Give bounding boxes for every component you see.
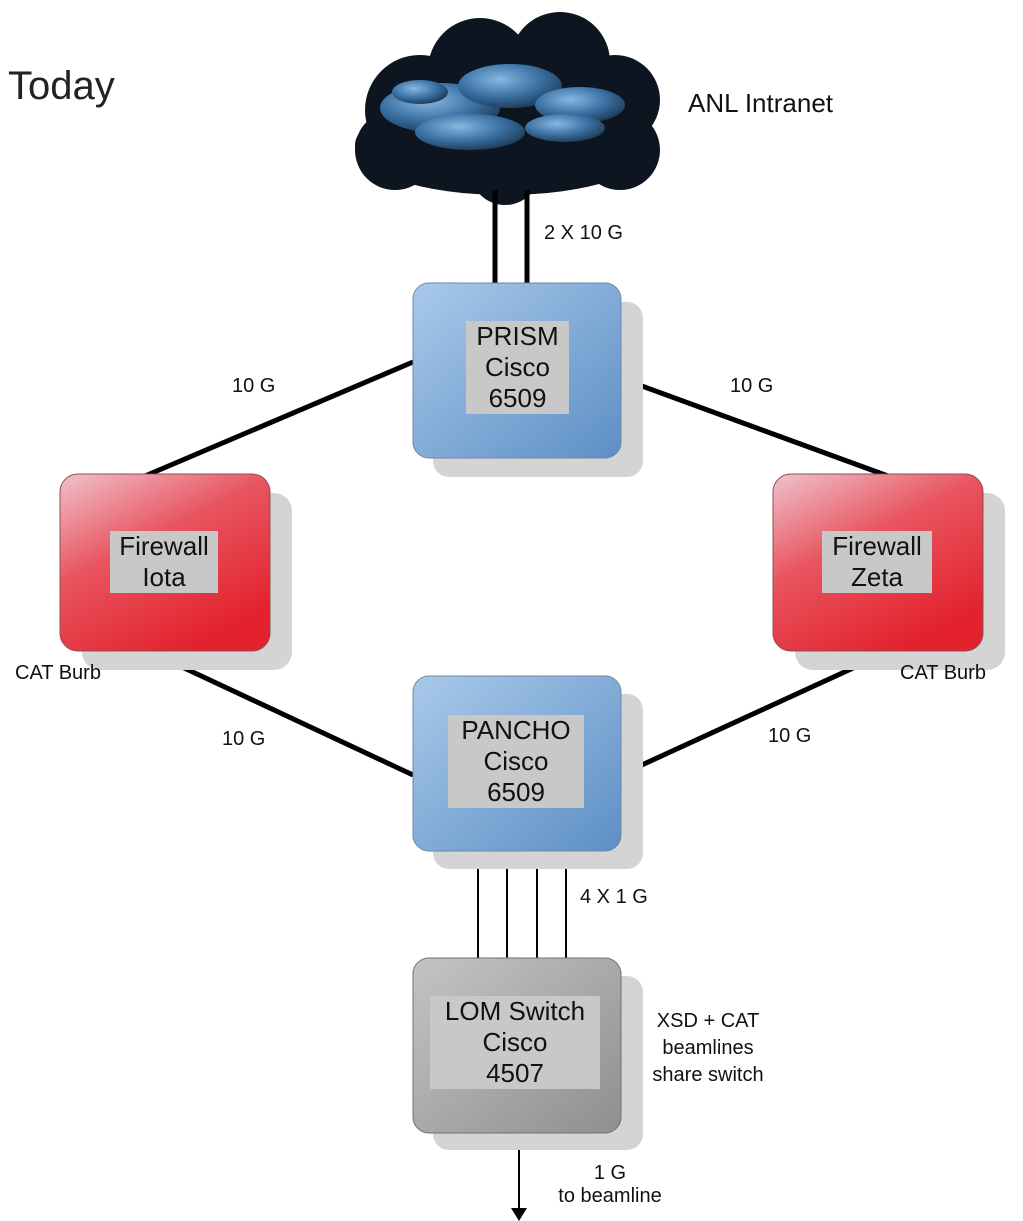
firewall-zeta-name: Zeta [850,562,904,592]
pancho-model: 6509 [487,777,545,807]
link-label-iota-pancho: 10 G [222,728,266,750]
firewall-iota-name: Iota [142,562,186,592]
pancho-name: PANCHO [461,715,571,745]
caption-firewall-zeta: CAT Burb [900,662,986,684]
cloud-label: ANL Intranet [688,88,834,118]
caption-firewall-iota: CAT Burb [15,662,101,684]
link-label-beamline: 1 G to beamline [540,1162,680,1208]
lom-note-line3: share switch [652,1064,764,1086]
link-label-pancho-lom: 4 X 1 G [580,886,648,908]
link-label-zeta-pancho: 10 G [768,725,812,747]
uplink-label: 2 X 10 G [544,222,623,244]
prism-model: 6509 [488,383,547,413]
lom-switch-vendor: Cisco [482,1027,548,1057]
lom-switch-label: LOM Switch Cisco 4507 [430,996,600,1089]
firewall-zeta-label: Firewall Zeta [822,531,932,593]
beamline-speed: 1 G [593,1162,627,1184]
prism-name: PRISM [476,321,559,351]
prism-vendor: Cisco [484,352,550,382]
firewall-iota-label: Firewall Iota [110,531,218,593]
link-zeta-pancho [618,649,890,778]
lom-note-line1: XSD + CAT [656,1010,760,1032]
lom-switch-model: 4507 [486,1058,544,1088]
firewall-iota-type: Firewall [119,531,209,561]
pancho-label: PANCHO Cisco 6509 [448,715,584,808]
lom-switch-note: XSD + CAT beamlines share switch [626,1008,790,1089]
link-prism-iota [144,359,414,479]
beamline-target: to beamline [558,1185,662,1207]
firewall-zeta-type: Firewall [832,531,922,561]
link-prism-zeta [619,375,889,479]
cloud-icon [355,12,660,205]
link-label-prism-iota: 10 G [232,375,276,397]
page-title: Today [8,64,115,108]
arrow-down-icon [511,1208,527,1221]
link-iota-pancho [148,649,415,778]
link-label-prism-zeta: 10 G [730,375,774,397]
lom-switch-name: LOM Switch [444,996,586,1026]
links [144,190,890,778]
lom-note-line2: beamlines [662,1037,754,1059]
prism-label: PRISM Cisco 6509 [466,321,569,414]
pancho-vendor: Cisco [483,746,549,776]
